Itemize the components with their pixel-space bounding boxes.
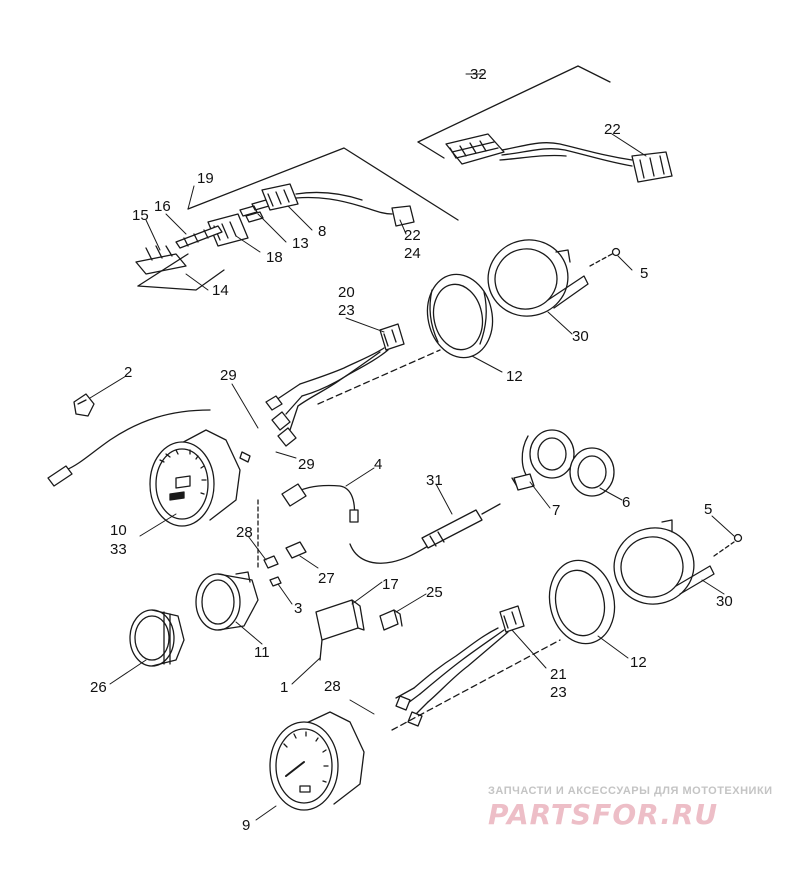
callout-22b: 22 [404,227,421,244]
harness-19 [187,147,459,247]
callout-25: 25 [426,584,443,601]
callout-18: 18 [266,249,283,266]
callout-19: 19 [197,170,214,187]
callout-30: 30 [572,328,589,345]
lamp-parts [257,499,307,587]
callout-12b: 12 [630,654,647,671]
part-2-grommet [73,393,95,417]
callout-20: 20 [338,284,355,301]
indicator-7 [511,429,575,491]
callout-9: 9 [242,817,250,834]
callout-4: 4 [374,456,382,473]
callout-21: 21 [550,666,567,683]
callout-23b: 23 [550,684,567,701]
callout-28b: 28 [324,678,341,695]
speedo-harness-20 [265,323,441,447]
callout-10: 10 [110,522,127,539]
callout-labels: 32 22 19 16 15 8 13 18 22 24 14 5 20 23 … [90,66,733,834]
cable-4 [281,483,359,523]
watermark-site: PARTSFOR.RU [488,798,718,831]
callout-14: 14 [212,282,229,299]
callout-15: 15 [132,207,149,224]
module-17 [315,599,365,661]
callout-22: 22 [604,121,621,138]
callout-29b: 29 [298,456,315,473]
mount-bracket-30-top [487,239,621,317]
trim-ring-12-top [426,273,494,359]
watermark: ЗАПЧАСТИ И АКСЕССУАРЫ ДЛЯ МОТОТЕХНИКИ PA… [488,785,773,831]
tachometer-9 [269,711,365,811]
sensor-31 [349,503,501,564]
ring-6 [569,447,615,497]
callout-30b: 30 [716,593,733,610]
callout-17: 17 [382,576,399,593]
harness-32 [417,65,673,183]
terminal-parts-15-16 [135,225,225,291]
callout-33: 33 [110,541,127,558]
callout-16: 16 [154,198,171,215]
speedo-cable [47,409,211,487]
callout-24: 24 [404,245,421,262]
gauge-26 [129,609,185,667]
watermark-tagline: ЗАПЧАСТИ И АКСЕССУАРЫ ДЛЯ МОТОТЕХНИКИ [488,785,773,797]
cup-11 [195,571,259,631]
speedometer-10 [149,429,251,527]
callout-26: 26 [90,679,107,696]
callout-5: 5 [640,265,648,282]
trim-ring-12-bottom [548,559,616,645]
callout-23: 23 [338,302,355,319]
leader-lines [89,73,735,821]
callout-5b: 5 [704,501,712,518]
callout-1: 1 [280,679,288,696]
callout-12: 12 [506,368,523,385]
tach-harness-21 [391,605,561,731]
callout-3: 3 [294,600,302,617]
mount-bracket-30-bottom [613,519,743,605]
callout-7: 7 [552,502,560,519]
callout-6: 6 [622,494,630,511]
callout-27: 27 [318,570,335,587]
callout-28: 28 [236,524,253,541]
callout-29: 29 [220,367,237,384]
callout-2: 2 [124,364,132,381]
callout-11: 11 [254,644,270,661]
connector-25 [379,609,403,631]
callout-31: 31 [426,472,443,489]
callout-32: 32 [470,66,487,83]
callout-8: 8 [318,223,326,240]
callout-13: 13 [292,235,309,252]
